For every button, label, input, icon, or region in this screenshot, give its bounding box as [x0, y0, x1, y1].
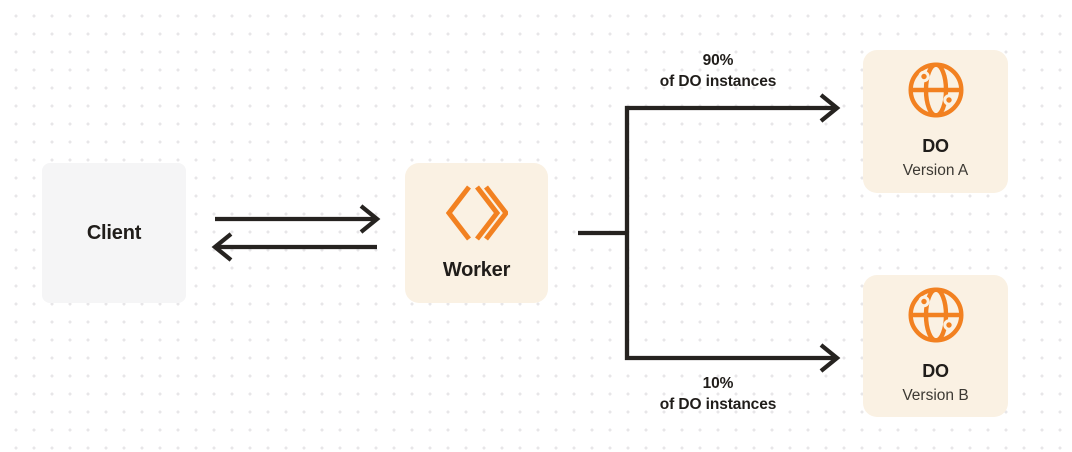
do-version-a-subtitle: Version A [902, 162, 969, 179]
do-version-a-title: DO [922, 136, 949, 156]
split-top-percent: 90% [702, 52, 734, 69]
do-version-b-subtitle: Version B [902, 386, 969, 404]
cloudflare-workers-icon [445, 184, 508, 241]
split-bottom-label: 10% of DO instances [618, 373, 818, 415]
arrowhead-right-icon [359, 204, 381, 234]
split-top-caption: of DO instances [659, 73, 777, 90]
do-version-a-node: DO Version A [863, 50, 1008, 193]
do-version-b-node: DO Version B [863, 275, 1008, 417]
arrowhead-to-version-a-icon [819, 93, 841, 123]
arrowhead-to-version-b-icon [819, 343, 841, 373]
worker-split-connector [578, 93, 841, 373]
arrowhead-left-icon [211, 232, 233, 262]
durable-object-globe-icon [908, 62, 963, 118]
worker-to-client-arrow [211, 232, 377, 262]
worker-node: Worker [405, 163, 548, 303]
split-bottom-caption: of DO instances [659, 396, 777, 413]
split-bottom-percent: 10% [702, 375, 734, 392]
client-node-label: Client [86, 221, 142, 244]
client-to-worker-arrow [215, 204, 381, 234]
worker-node-label: Worker [442, 258, 511, 281]
do-version-b-title: DO [922, 360, 949, 381]
durable-object-globe-icon [908, 287, 963, 342]
split-top-label: 90% of DO instances [618, 50, 818, 92]
client-node: Client [42, 163, 186, 303]
